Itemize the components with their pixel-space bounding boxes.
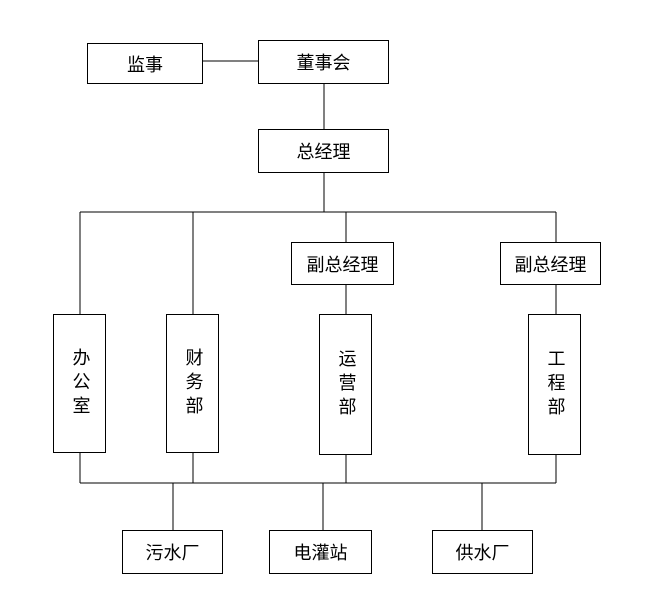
deputy-gm-box-2: 副总经理 [500,242,601,285]
office-box: 办公室 [53,314,106,453]
board-box: 董事会 [258,40,389,84]
office-label: 办公室 [69,347,91,420]
operations-box: 运营部 [319,314,372,455]
water-supply-plant-label: 供水厂 [455,543,510,564]
deputy-gm-label-1: 副总经理 [306,254,379,276]
engineering-label: 工程部 [544,348,566,421]
water-supply-plant-box: 供水厂 [432,530,533,574]
irrigation-station-box: 电灌站 [269,530,372,574]
general-manager-box: 总经理 [258,129,389,173]
sewage-plant-label: 污水厂 [145,543,200,564]
deputy-gm-label-2: 副总经理 [514,254,587,276]
engineering-box: 工程部 [528,314,581,455]
supervisor-label: 监事 [127,54,163,76]
finance-label: 财务部 [182,347,204,420]
supervisor-box: 监事 [87,43,203,84]
general-manager-label: 总经理 [296,142,351,163]
deputy-gm-box-1: 副总经理 [291,242,394,285]
irrigation-station-label: 电灌站 [293,543,348,564]
board-label: 董事会 [296,53,351,74]
sewage-plant-box: 污水厂 [122,530,223,574]
operations-label: 运营部 [335,348,357,421]
finance-box: 财务部 [166,314,219,453]
